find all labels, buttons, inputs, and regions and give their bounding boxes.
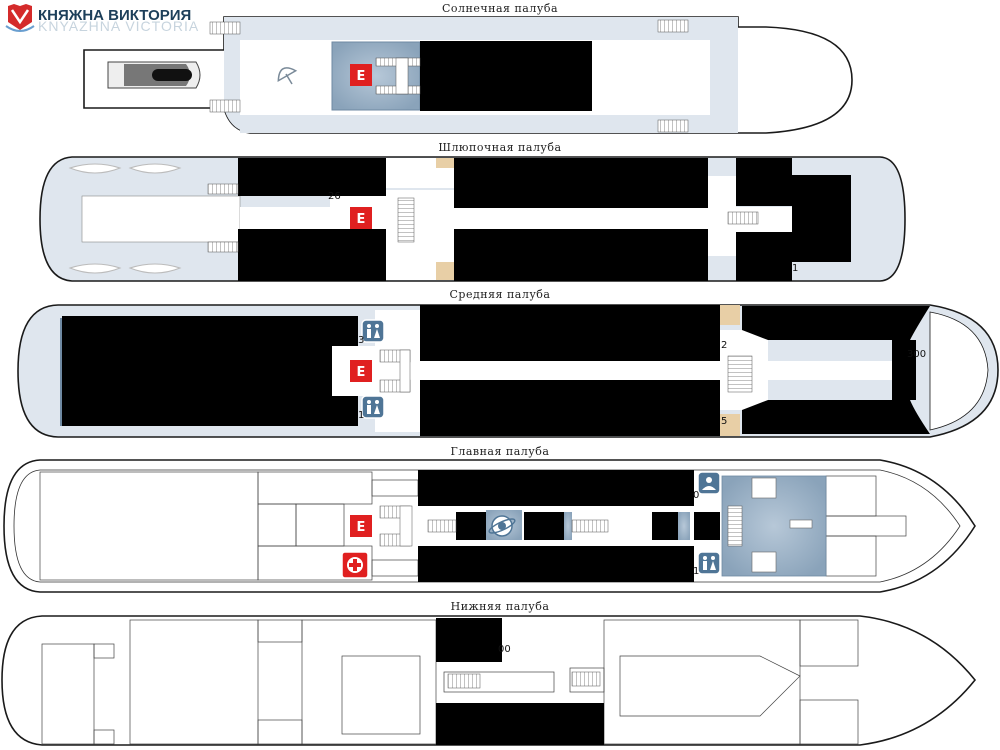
deck-title-main: Главная палуба: [451, 445, 550, 458]
sun-deck-rail-top: [240, 17, 710, 40]
redacted-block: [736, 158, 792, 206]
redacted-block: [418, 546, 694, 582]
stair-landing: [399, 505, 413, 547]
wood-deck: [436, 262, 454, 280]
room-number: 1: [792, 263, 798, 274]
main-deck-lounge: [678, 512, 690, 540]
svg-text:E: E: [357, 520, 366, 535]
deck-title-middle: Средняя палуба: [450, 288, 551, 301]
stairs: [571, 671, 601, 687]
emergency-exit-icon: E: [350, 360, 372, 382]
stair-landing: [399, 349, 411, 393]
redacted-block: [418, 470, 694, 506]
tender-boat-icon: [107, 61, 201, 89]
room-number: 00: [498, 644, 511, 655]
redacted-block: [454, 229, 708, 281]
redacted-block: [694, 512, 720, 540]
room-number: 0: [693, 490, 699, 501]
room: [751, 551, 777, 573]
stairs: [727, 211, 759, 225]
redacted-block: [420, 380, 720, 436]
main-deck-lounge: [564, 512, 572, 540]
svg-text:E: E: [357, 212, 366, 227]
boat-deck-fwd-corridor: [766, 212, 792, 226]
room: [789, 519, 813, 529]
redacted-block: [456, 512, 486, 540]
stairs: [571, 519, 609, 533]
redacted-block: [742, 306, 930, 340]
stairs: [207, 183, 239, 195]
redacted-block: [736, 232, 792, 281]
deck-title-sun: Солнечная палуба: [442, 2, 558, 15]
globe-icon: [488, 515, 516, 537]
svg-text:E: E: [357, 365, 366, 380]
stairs: [447, 673, 481, 689]
main-deck-inner-line: [13, 469, 961, 583]
sun-deck[interactable]: Солнечная палуба E: [83, 2, 853, 134]
lifeboat-icon: [68, 163, 182, 274]
toilet-icon: [361, 395, 385, 419]
person-icon: [697, 471, 721, 495]
room-number: 26: [328, 191, 341, 202]
deck-title-boat: Шлюпочная палуба: [438, 141, 561, 154]
toilet-icon: [361, 319, 385, 343]
room-number: 300: [907, 349, 926, 360]
emergency-exit-icon: E: [350, 515, 372, 537]
redacted-block: [742, 400, 930, 434]
redacted-block: [436, 618, 502, 662]
room-number: 1: [358, 410, 364, 421]
room-number: 5: [721, 416, 727, 427]
room-number: 2: [721, 340, 727, 351]
redacted-block: [238, 158, 386, 196]
redacted-block: [652, 512, 678, 540]
stairs: [207, 241, 239, 253]
wood-deck: [436, 158, 454, 168]
middle-deck[interactable]: Средняя палуба: [17, 288, 999, 438]
redacted-block: [238, 229, 386, 281]
middle-deck-bow: [929, 311, 989, 431]
logo-subtitle: KNYAZHNA VICTORIA: [38, 18, 199, 34]
lower-deck-hull: [1, 615, 977, 746]
emergency-exit-icon: E: [350, 64, 372, 86]
redacted-block: [524, 512, 564, 540]
wood-deck: [720, 414, 740, 436]
sun-deck-rail-bottom: [240, 115, 710, 133]
stairs: [427, 519, 457, 533]
redacted-block: [792, 175, 851, 262]
middle-deck-corridor: [420, 361, 892, 380]
main-deck[interactable]: Главная палуба: [3, 445, 976, 593]
redacted-block: [420, 305, 720, 361]
redacted-block: [420, 41, 592, 111]
stairs: [727, 355, 753, 393]
svg-text:E: E: [357, 69, 366, 84]
stairs: [657, 19, 689, 33]
logo-emblem-icon: [5, 4, 35, 32]
redacted-block: [892, 340, 916, 400]
redacted-block: [436, 703, 604, 745]
stairs: [209, 21, 241, 35]
deck-title-lower: Нижняя палуба: [451, 600, 550, 613]
boat-deck-aft-area: [81, 195, 241, 243]
medical-icon: [341, 551, 369, 579]
lower-deck-rooms: [41, 619, 859, 745]
redacted-block: [454, 158, 708, 208]
stair-landing: [395, 57, 409, 95]
logo[interactable]: КНЯЖНА ВИКТОРИЯ KNYAZHNA VICTORIA: [5, 4, 199, 34]
room-number: 3: [358, 335, 364, 346]
redacted-block: [62, 316, 358, 426]
room-number: 1: [693, 566, 699, 577]
logo-title: КНЯЖНА ВИКТОРИЯ: [38, 7, 191, 24]
lower-deck[interactable]: Нижняя палуба 00: [1, 600, 977, 746]
sun-umbrella-icon: [277, 67, 298, 85]
stairs: [657, 119, 689, 133]
stairs: [209, 99, 241, 113]
toilet-icon: [697, 551, 721, 575]
wood-deck: [720, 305, 740, 325]
stairs: [727, 505, 743, 547]
room: [751, 477, 777, 499]
boat-deck[interactable]: Шлюпочная палуба 26 1: [39, 141, 906, 282]
emergency-exit-icon: E: [350, 207, 372, 229]
stairs: [397, 197, 415, 243]
